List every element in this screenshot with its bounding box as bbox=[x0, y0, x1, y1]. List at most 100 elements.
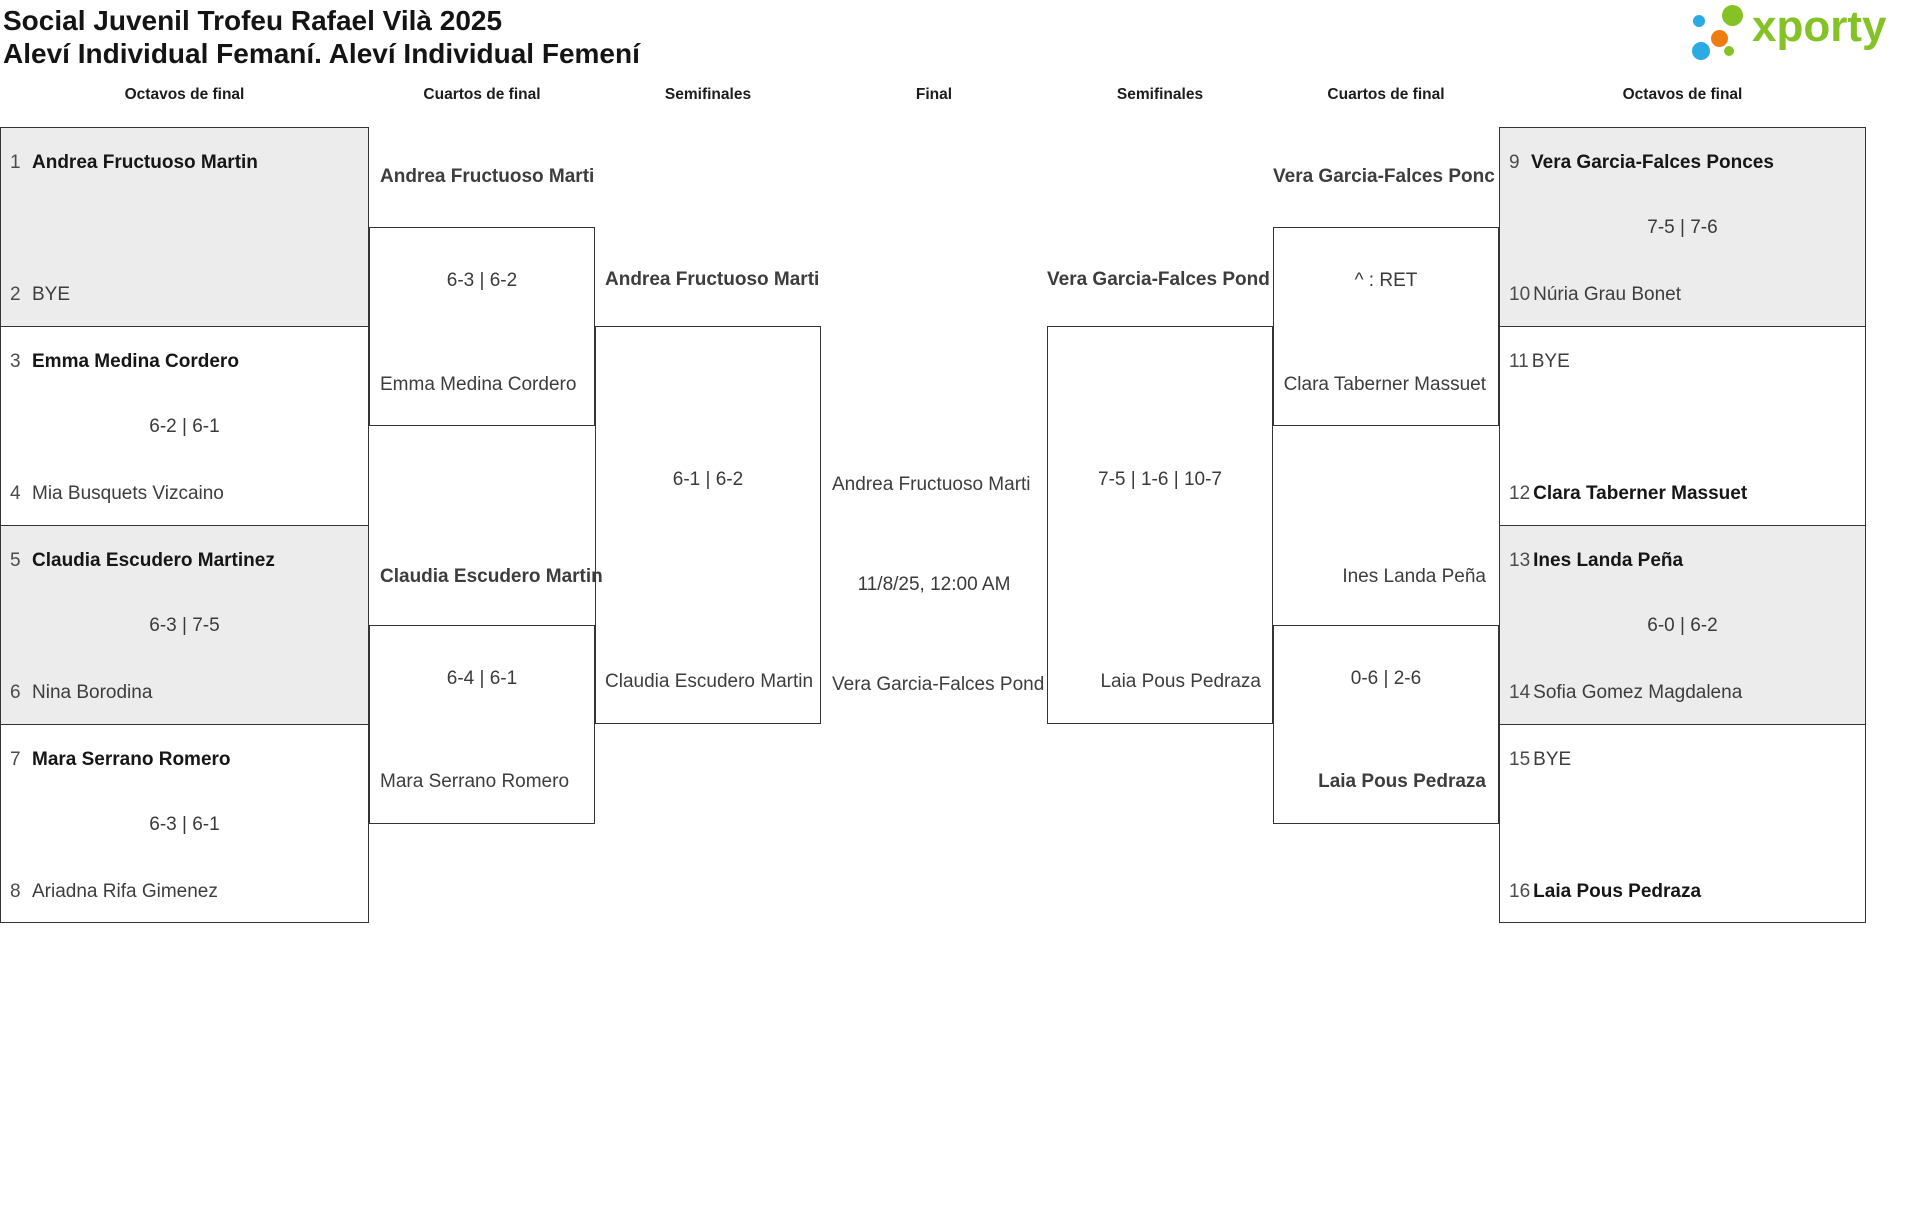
seed-number: 14 bbox=[1509, 682, 1531, 703]
category-subtitle: Aleví Individual Femaní. Aleví Individua… bbox=[3, 38, 640, 69]
player-slot: 4 Mia Busquets Vizcaino bbox=[10, 483, 362, 505]
player-name: Andrea Fructuoso Martin bbox=[32, 152, 258, 173]
match-score: 6-3 | 7-5 bbox=[149, 615, 220, 636]
logo-dot-green-small bbox=[1724, 46, 1734, 56]
logo-dot-blue-small bbox=[1693, 15, 1705, 27]
seed-number: 13 bbox=[1509, 550, 1531, 571]
player-slot: 6 Nina Borodina bbox=[10, 682, 362, 704]
player-name: Vera Garcia-Falces Ponc bbox=[1273, 166, 1495, 187]
match-box-octavos-4: 7 Mara Serrano Romero 6-3 | 6-1 8 Ariadna … bbox=[0, 724, 369, 923]
seed-number: 12 bbox=[1509, 483, 1531, 504]
round-header-octavos-left: Octavos de final bbox=[124, 86, 245, 103]
match-box-cuartos-left-1 bbox=[369, 227, 595, 426]
match-box-cuartos-right-1 bbox=[1273, 227, 1499, 426]
player-name: Andrea Fructuoso Marti bbox=[605, 269, 820, 290]
match-score: 6-4 | 6-1 bbox=[446, 668, 518, 689]
player-slot: 7 Mara Serrano Romero bbox=[10, 749, 362, 771]
player-name: Clara Taberner Massuet bbox=[1533, 483, 1748, 504]
logo-dot-green-large bbox=[1722, 5, 1743, 26]
seed-number: 6 bbox=[10, 682, 21, 703]
match-score: 7-5 | 1-6 | 10-7 bbox=[1098, 469, 1222, 490]
match-box-cuartos-right-2 bbox=[1273, 625, 1499, 824]
player-name: Vera Garcia-Falces Ponces bbox=[1531, 152, 1774, 173]
seed-number: 11 bbox=[1509, 351, 1529, 372]
player-name: Emma Medina Cordero bbox=[32, 351, 239, 372]
seed-number: 5 bbox=[10, 550, 21, 571]
seed-number: 4 bbox=[10, 483, 21, 504]
player-slot: 5 Claudia Escudero Martinez bbox=[10, 550, 362, 572]
seed-number: 16 bbox=[1509, 881, 1531, 902]
player-name: Núria Grau Bonet bbox=[1533, 284, 1681, 305]
match-score: 0-6 | 2-6 bbox=[1350, 668, 1422, 689]
match-score: 6-1 | 6-2 bbox=[672, 469, 744, 490]
match-box-semifinal-left bbox=[595, 326, 821, 724]
round-header-final: Final bbox=[915, 86, 953, 103]
seed-number: 7 bbox=[10, 749, 21, 770]
player-name: Mara Serrano Romero bbox=[32, 749, 231, 770]
match-score: 6-3 | 6-2 bbox=[446, 270, 518, 291]
match-score: 7-5 | 7-6 bbox=[1647, 217, 1718, 238]
round-header-octavos-right: Octavos de final bbox=[1622, 86, 1743, 103]
player-name: Clara Taberner Massuet bbox=[1283, 374, 1486, 395]
match-score: ^ : RET bbox=[1354, 270, 1418, 291]
player-name: BYE bbox=[1531, 351, 1570, 372]
seed-number: 3 bbox=[10, 351, 21, 372]
round-header-cuartos-left: Cuartos de final bbox=[423, 86, 541, 103]
match-box-cuartos-left-2 bbox=[369, 625, 595, 824]
player-name: Laia Pous Pedraza bbox=[1533, 881, 1702, 902]
player-name: Ines Landa Peña bbox=[1533, 550, 1684, 571]
player-name: BYE bbox=[32, 284, 71, 305]
logo-wordmark: xporty bbox=[1752, 2, 1887, 51]
logo-dot-orange bbox=[1711, 30, 1728, 47]
player-name: Nina Borodina bbox=[32, 682, 153, 703]
player-name: Vera Garcia-Falces Pond bbox=[1047, 269, 1270, 290]
seed-number: 8 bbox=[10, 881, 21, 902]
player-slot: 1 Andrea Fructuoso Martin bbox=[10, 152, 362, 174]
player-name: Claudia Escudero Martin bbox=[380, 566, 603, 587]
player-slot: 9 Vera Garcia-Falces Ponces bbox=[1509, 152, 1859, 174]
round-header-cuartos-right: Cuartos de final bbox=[1327, 86, 1445, 103]
seed-number: 9 bbox=[1509, 152, 1520, 173]
player-name: Emma Medina Cordero bbox=[380, 374, 577, 395]
player-name: Claudia Escudero Martinez bbox=[32, 550, 275, 571]
player-name: Claudia Escudero Martin bbox=[605, 671, 814, 692]
player-name: Mia Busquets Vizcaino bbox=[32, 483, 224, 504]
match-score: 6-2 | 6-1 bbox=[149, 416, 220, 437]
player-name: Ines Landa Peña bbox=[1342, 566, 1486, 587]
player-name: Laia Pous Pedraza bbox=[1318, 771, 1486, 792]
player-name: Sofia Gomez Magdalena bbox=[1533, 682, 1743, 703]
match-box-semifinal-right bbox=[1047, 326, 1273, 724]
match-box-octavos-3: 5 Claudia Escudero Martinez 6-3 | 7-5 6 Ni… bbox=[0, 525, 369, 725]
match-box-octavos-2: 3 Emma Medina Cordero 6-2 | 6-1 4 Mia Busq… bbox=[0, 326, 369, 526]
tournament-title: Social Juvenil Trofeu Rafael Vilà 2025 bbox=[3, 5, 503, 36]
round-header-semis-left: Semifinales bbox=[664, 86, 752, 103]
seed-number: 10 bbox=[1509, 284, 1531, 305]
player-name: Andrea Fructuoso Marti bbox=[380, 166, 595, 187]
round-header-semis-right: Semifinales bbox=[1116, 86, 1204, 103]
player-name: Ariadna Rifa Gimenez bbox=[32, 881, 218, 902]
logo-dot-blue-medium bbox=[1692, 42, 1710, 60]
seed-number: 1 bbox=[10, 152, 21, 173]
final-player-bottom: Vera Garcia-Falces Pond bbox=[832, 674, 1045, 695]
match-score: 6-3 | 6-1 bbox=[149, 814, 220, 835]
player-slot: 8 Ariadna Rifa Gimenez bbox=[10, 881, 362, 903]
match-score: 6-0 | 6-2 bbox=[1647, 615, 1718, 636]
final-date: 11/8/25, 12:00 AM bbox=[857, 574, 1011, 595]
player-name: BYE bbox=[1533, 749, 1572, 770]
seed-number: 15 bbox=[1509, 749, 1531, 770]
final-player-top: Andrea Fructuoso Marti bbox=[832, 474, 1031, 495]
